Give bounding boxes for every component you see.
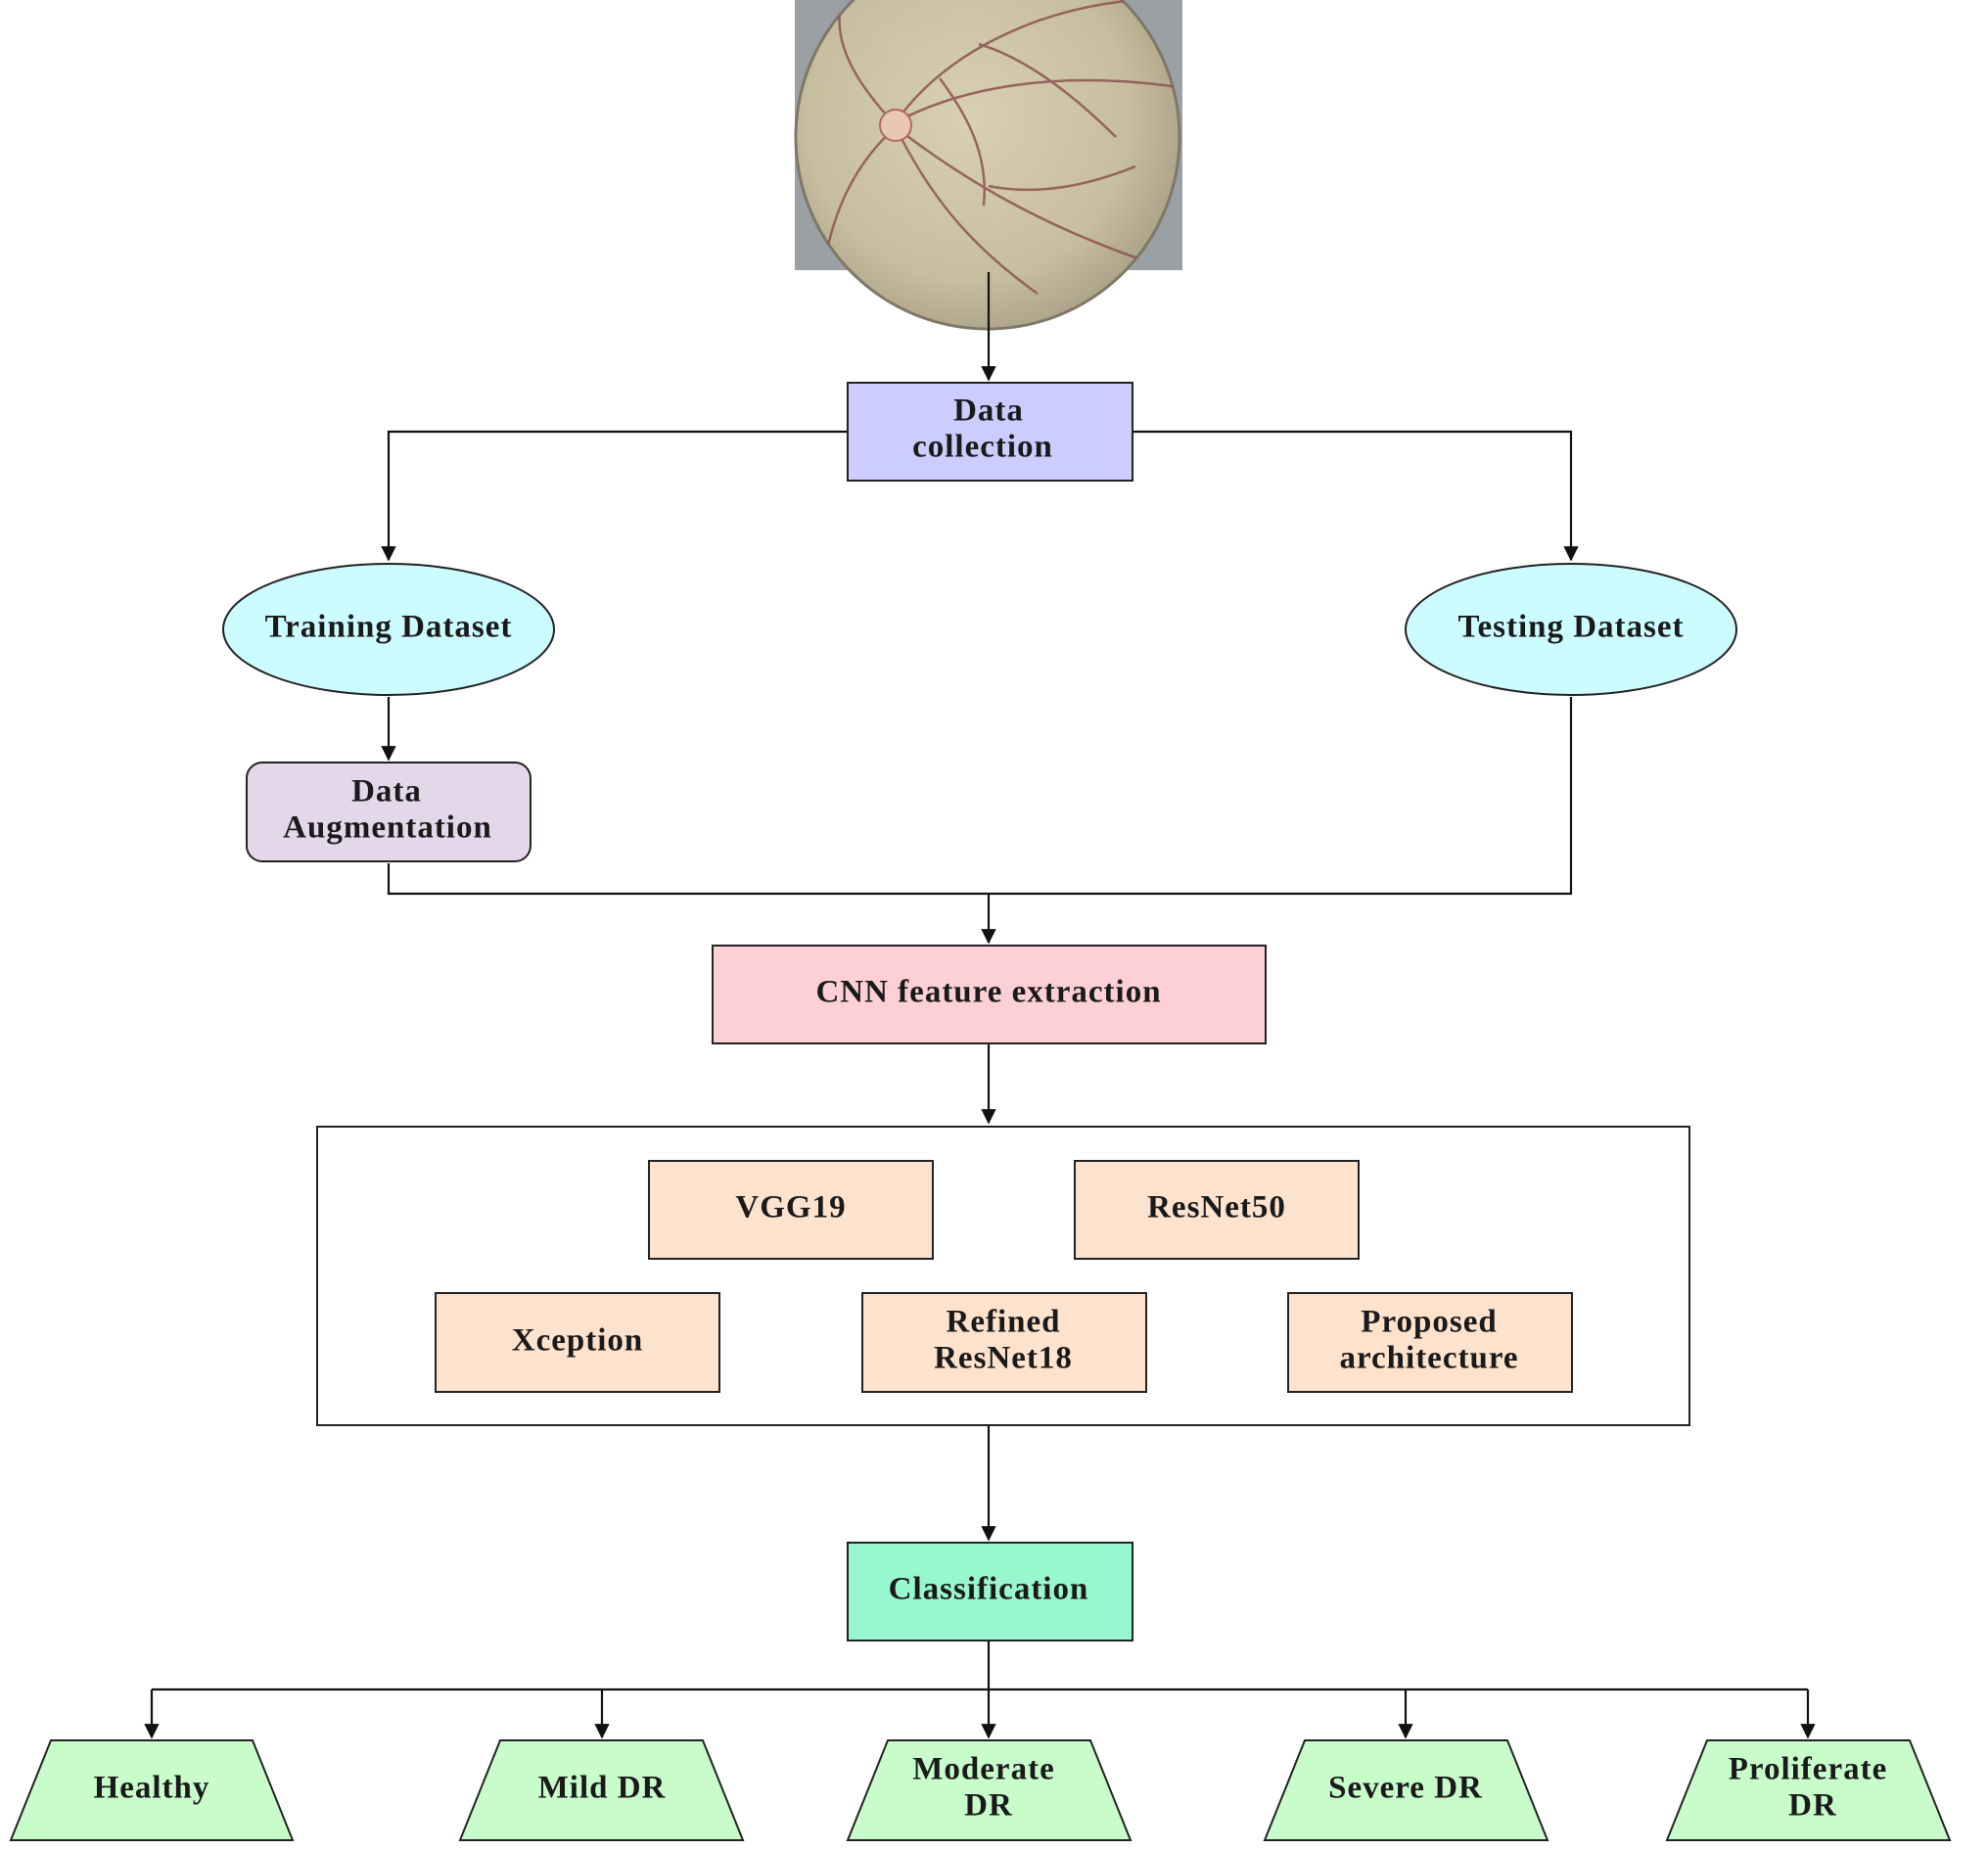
proposed-architecture-label-2: architecture	[1339, 1341, 1518, 1376]
xception-box	[435, 1292, 720, 1393]
testing-dataset-label: Testing Dataset	[1457, 610, 1684, 645]
xception-label: Xception	[512, 1323, 644, 1359]
class-moderate-label-1: Moderate	[912, 1752, 1054, 1787]
refined-resnet18-label-2: ResNet18	[934, 1341, 1073, 1376]
resnet50-box	[1074, 1160, 1360, 1260]
class-proliferate-shape	[1665, 1739, 1952, 1841]
class-moderate-shape	[846, 1739, 1133, 1841]
testing-dataset-ellipse	[1405, 563, 1737, 696]
data-augmentation-node: Data Augmentation	[246, 762, 532, 862]
classification-label: Classification	[889, 1572, 1089, 1607]
class-mild-shape	[458, 1739, 745, 1841]
class-severe-node: Severe DR	[1263, 1739, 1549, 1841]
class-healthy-node: Healthy	[9, 1739, 295, 1841]
class-severe-shape	[1263, 1739, 1549, 1841]
connectors	[144, 272, 1816, 1739]
arrow-collection-to-testing	[1133, 430, 1579, 562]
data-augmentation-box	[246, 762, 532, 862]
models-container: VGG19 ResNet50 Xception Refined ResNet18…	[316, 1126, 1690, 1426]
data-augmentation-label-1: Data	[351, 774, 422, 809]
training-dataset-ellipse	[222, 563, 555, 696]
line-merge	[387, 697, 1573, 896]
class-severe-label: Severe DR	[1328, 1771, 1483, 1806]
class-healthy-label: Healthy	[94, 1771, 210, 1806]
class-proliferate-label-1: Proliferate	[1729, 1752, 1887, 1787]
training-dataset-node: Training Dataset	[222, 563, 555, 696]
vgg19-box	[648, 1160, 934, 1260]
classification-node: Classification	[847, 1542, 1133, 1642]
optic-disc-icon	[879, 109, 912, 142]
retina-vessels-icon	[820, 0, 1179, 296]
retina-fundus-image	[794, 0, 1182, 331]
cnn-feature-extraction-label: CNN feature extraction	[815, 975, 1161, 1010]
data-collection-box	[847, 382, 1133, 482]
class-proliferate-node: Proliferate DR	[1665, 1739, 1952, 1841]
refined-resnet18-label-1: Refined	[947, 1305, 1061, 1340]
vgg19-label: VGG19	[735, 1190, 846, 1226]
proposed-architecture-box	[1287, 1292, 1573, 1393]
cnn-feature-extraction-node: CNN feature extraction	[712, 945, 1267, 1044]
classification-box	[847, 1542, 1133, 1642]
class-mild-node: Mild DR	[458, 1739, 745, 1841]
resnet50-label: ResNet50	[1147, 1190, 1286, 1226]
class-proliferate-label-2: DR	[1788, 1788, 1837, 1824]
class-healthy-shape	[9, 1739, 295, 1841]
data-collection-label-2: collection	[912, 430, 1053, 465]
data-collection-node: Data collection	[847, 382, 1133, 482]
data-augmentation-label-2: Augmentation	[283, 810, 492, 846]
refined-resnet18-box	[861, 1292, 1147, 1393]
data-collection-label-1: Data	[953, 393, 1024, 429]
training-dataset-label: Training Dataset	[265, 610, 513, 645]
arrow-collection-to-training	[381, 430, 848, 562]
class-mild-label: Mild DR	[538, 1771, 667, 1806]
class-moderate-node: Moderate DR	[846, 1739, 1133, 1841]
cnn-feature-extraction-box	[712, 945, 1267, 1044]
proposed-architecture-label-1: Proposed	[1361, 1305, 1497, 1340]
class-moderate-label-2: DR	[964, 1788, 1013, 1824]
testing-dataset-node: Testing Dataset	[1405, 563, 1737, 696]
